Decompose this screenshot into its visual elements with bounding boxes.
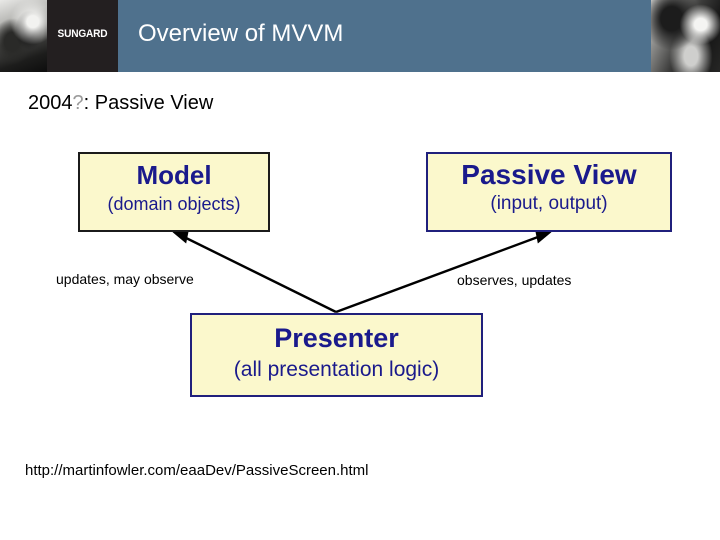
node-model-title: Model: [136, 160, 212, 190]
header-photo-right: [651, 0, 720, 72]
node-presenter-subtitle: (all presentation logic): [233, 358, 440, 382]
header-photo-left: [0, 0, 47, 72]
node-passive-view-subtitle: (input, output): [490, 193, 608, 215]
subtitle-rest: : Passive View: [83, 92, 214, 114]
edge-label-presenter-to-view: observes, updates: [457, 272, 572, 288]
sungard-logo-block: SUNGARD: [47, 0, 118, 72]
node-passive-view-title: Passive View: [461, 159, 637, 190]
node-model-subtitle: (domain objects): [107, 194, 241, 215]
node-presenter-title: Presenter: [274, 323, 399, 353]
diagram-node-presenter[interactable]: Presenter (all presentation logic): [190, 313, 483, 397]
subtitle-marker: ?: [72, 92, 84, 114]
arrow-presenter-to-model: [177, 232, 337, 314]
diagram-node-passive-view[interactable]: Passive View (input, output): [426, 152, 672, 232]
slide-header: SUNGARD Overview of MVVM: [0, 0, 720, 72]
slide-subtitle: 2004?: Passive View: [28, 92, 213, 115]
sungard-logo-text: SUNGARD: [57, 28, 108, 40]
edge-label-presenter-to-model: updates, may observe: [56, 271, 194, 287]
subtitle-year: 2004: [28, 92, 73, 114]
header-title-band: Overview of MVVM: [118, 0, 651, 72]
diagram-node-model[interactable]: Model (domain objects): [78, 152, 270, 232]
slide-title: Overview of MVVM: [138, 20, 344, 47]
footer-source-url[interactable]: http://martinfowler.com/eaaDev/PassiveSc…: [25, 462, 369, 479]
